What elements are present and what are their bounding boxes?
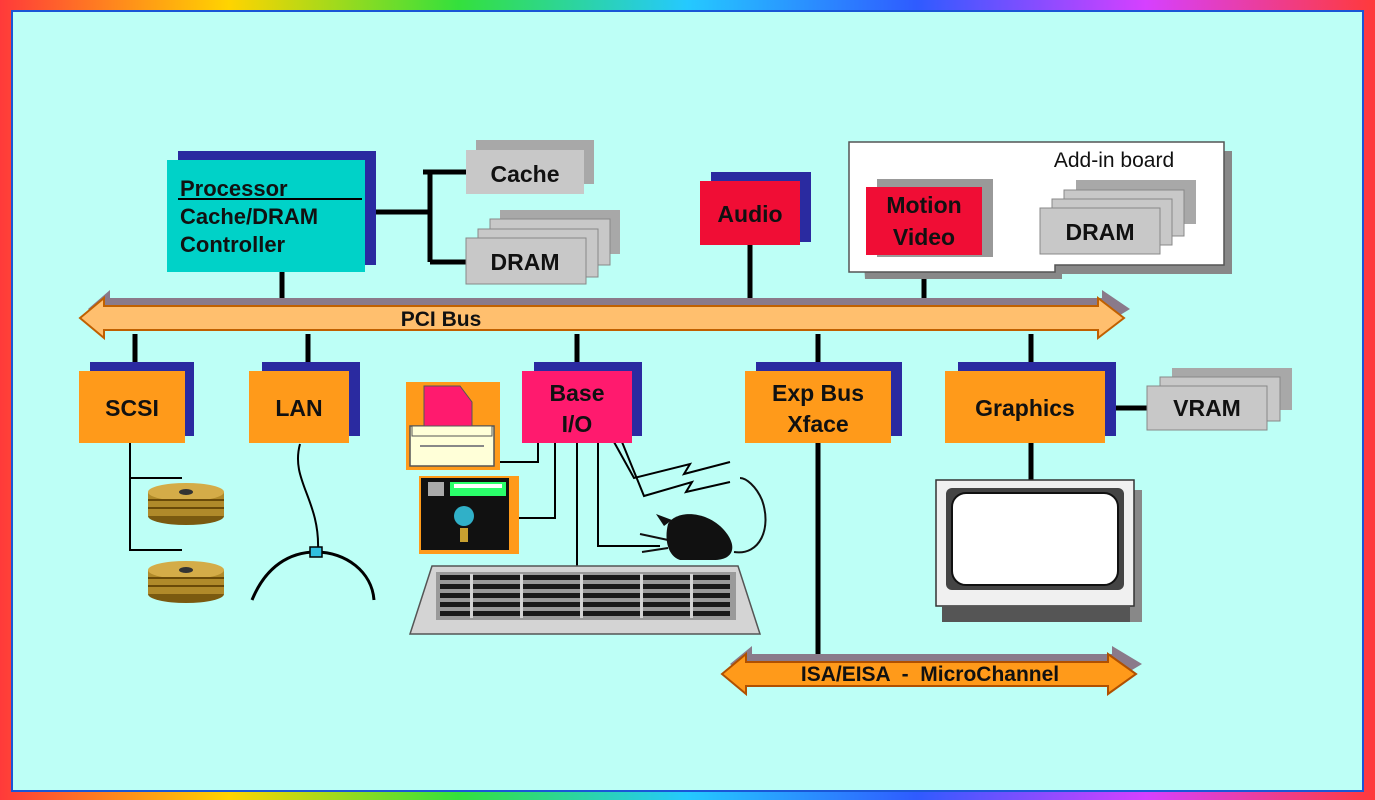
video-label: Video: [893, 224, 955, 250]
processor-controller-box: Processor Cache/DRAM Controller: [167, 151, 376, 272]
lan-label: LAN: [275, 395, 322, 421]
dram-main-stack: DRAM: [465, 210, 620, 285]
floppy-drive-icon: [419, 476, 519, 554]
graphics-box: Graphics: [945, 362, 1116, 443]
vram-stack: VRAM: [1146, 368, 1292, 431]
lan-cable-icon: [250, 546, 376, 601]
motion-label: Motion: [886, 192, 961, 218]
exp-bus-label: Exp Bus: [772, 380, 864, 406]
vram-label: VRAM: [1173, 395, 1241, 421]
dram-main-label: DRAM: [491, 249, 560, 275]
dram-addin-stack: DRAM: [1039, 180, 1196, 255]
disk-drive-icon: [147, 482, 225, 604]
audio-box: Audio: [700, 172, 811, 245]
isa-bus-arrow: ISA/EISA - MicroChannel: [720, 646, 1142, 697]
base-label: Base: [550, 380, 605, 406]
pci-bus-label: PCI Bus: [401, 308, 482, 331]
base-io-box: Base I/O: [522, 362, 642, 443]
exp-bus-box: Exp Bus Xface: [745, 362, 902, 443]
processor-label: Processor: [180, 176, 288, 201]
printer-icon: [406, 382, 500, 470]
cache-box: Cache: [466, 140, 594, 194]
pci-bus-arrow: PCI Bus: [78, 290, 1130, 341]
peripheral-wires: [129, 441, 731, 568]
audio-label: Audio: [717, 201, 782, 227]
controller-label: Controller: [180, 232, 286, 257]
keyboard-icon: [408, 565, 762, 635]
monitor-icon: [935, 479, 1142, 622]
cache-label: Cache: [490, 161, 559, 187]
dram-addin-label: DRAM: [1066, 219, 1135, 245]
scsi-box: SCSI: [79, 362, 194, 443]
lan-box: LAN: [249, 362, 360, 443]
io-label: I/O: [562, 411, 593, 437]
isa-bus-label: ISA/EISA - MicroChannel: [801, 663, 1059, 686]
graphics-label: Graphics: [975, 395, 1075, 421]
mouse-icon: [639, 477, 767, 560]
slide-frame: [11, 10, 1364, 792]
scsi-label: SCSI: [105, 395, 159, 421]
connection-lines: [132, 169, 1150, 660]
addin-board-title: Add-in board: [1054, 149, 1174, 172]
motion-video-box: Motion Video: [866, 179, 993, 257]
xface-label: Xface: [787, 411, 848, 437]
cache-dram-label: Cache/DRAM: [180, 204, 318, 229]
